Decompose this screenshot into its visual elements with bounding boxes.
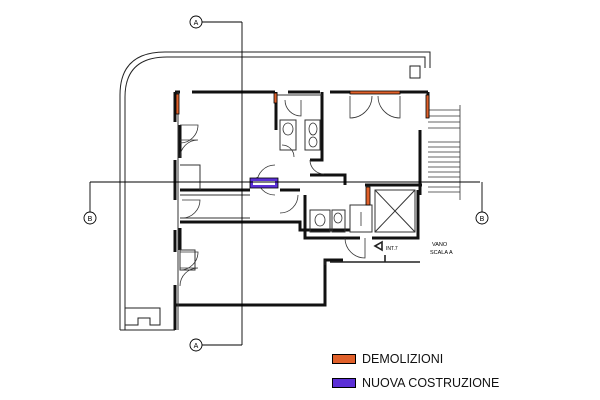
- demolition-wall-5: [365, 186, 371, 206]
- legend-item-demolition: DEMOLIZIONI: [332, 351, 592, 367]
- demolition-wall-2: [273, 92, 278, 104]
- landing-outline: [324, 240, 420, 265]
- demolition-wall-3: [349, 90, 401, 95]
- demolition-wall-4: [425, 94, 430, 119]
- building-outline: [119, 51, 431, 331]
- section-marker-a-top: A: [189, 15, 203, 29]
- section-line-a: [200, 21, 243, 346]
- section-line-b: [89, 181, 483, 212]
- stair-label-line2: SCALA A: [430, 250, 453, 256]
- section-marker-b-right: B: [475, 211, 489, 225]
- legend-item-new-construction: NUOVA COSTRUZIONE: [332, 375, 592, 391]
- sanitary-fixtures: [282, 122, 362, 227]
- legend-label-demolition: DEMOLIZIONI: [362, 352, 444, 366]
- exterior-stair: [428, 105, 461, 200]
- svg-text:B: B: [88, 216, 93, 223]
- section-marker-a-bottom: A: [189, 338, 203, 352]
- svg-text:B: B: [480, 216, 485, 223]
- stair-label-line1: VANO: [432, 242, 448, 248]
- section-marker-b-left: B: [83, 211, 97, 225]
- demolition-wall-1: [175, 93, 180, 115]
- apartment-walls: [173, 90, 430, 330]
- legend-label-new-construction: NUOVA COSTRUZIONE: [362, 376, 500, 390]
- demolition-elements: [175, 90, 430, 206]
- svg-text:A: A: [194, 343, 199, 350]
- demolition-swatch: [332, 354, 356, 364]
- interior-lines: [177, 92, 416, 330]
- door-swings: [179, 95, 401, 287]
- new-construction-swatch: [332, 378, 356, 388]
- unit-tag-label: INT.7: [386, 246, 398, 252]
- svg-text:A: A: [194, 20, 199, 27]
